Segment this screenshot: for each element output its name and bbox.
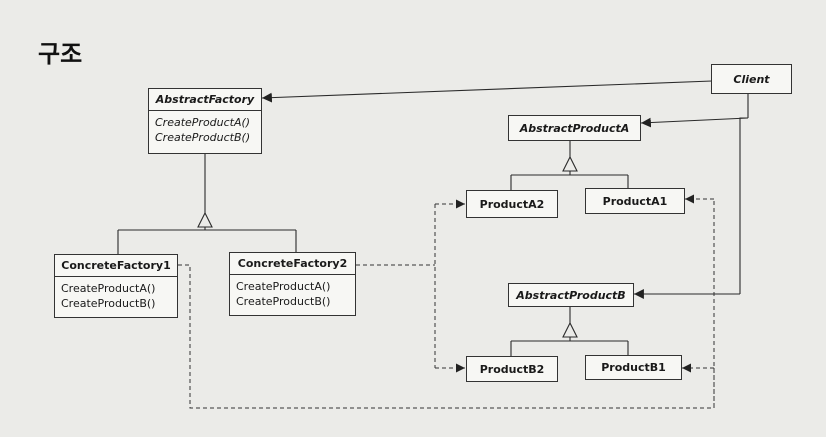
client-class-name: Client bbox=[733, 72, 770, 86]
factory-inheritance-branch bbox=[117, 227, 297, 254]
concrete-factory2-operations: CreateProductA() CreateProductB() bbox=[230, 274, 355, 314]
operation: CreateProductB() bbox=[236, 295, 331, 308]
concrete-factory1-name: ConcreteFactory1 bbox=[61, 259, 171, 272]
factory-inheritance-triangle bbox=[197, 211, 213, 228]
concrete-factory2-class: ConcreteFactory2 CreateProductA() Create… bbox=[229, 252, 356, 316]
operation: CreateProductA() bbox=[155, 116, 251, 129]
concrete-factory1-class: ConcreteFactory1 CreateProductA() Create… bbox=[54, 254, 178, 318]
product-b1-class: ProductB1 bbox=[585, 355, 682, 380]
operation: CreateProductA() bbox=[236, 280, 331, 293]
concrete-factory1-operations: CreateProductA() CreateProductB() bbox=[55, 276, 177, 316]
productb-inheritance-triangle bbox=[562, 321, 578, 338]
abstract-product-a-name: AbstractProductA bbox=[519, 121, 630, 135]
product-a2-name: ProductA2 bbox=[479, 197, 545, 211]
concrete-factory2-name: ConcreteFactory2 bbox=[237, 257, 348, 270]
client-trunk bbox=[739, 94, 749, 294]
client-to-abstractproducta bbox=[640, 117, 749, 128]
productb-inheritance-branch bbox=[510, 337, 629, 356]
abstract-factory-operations: CreateProductA() CreateProductB() bbox=[149, 110, 261, 150]
cf1-dependency bbox=[178, 199, 715, 409]
operation: CreateProductB() bbox=[61, 297, 156, 310]
product-b2-name: ProductB2 bbox=[479, 362, 545, 376]
product-a1-name: ProductA1 bbox=[602, 194, 668, 208]
product-a1-class: ProductA1 bbox=[585, 188, 685, 214]
abstract-factory-name: AbstractFactory bbox=[155, 93, 255, 106]
product-a2-class: ProductA2 bbox=[466, 190, 558, 218]
abstract-product-b-class: AbstractProductB bbox=[508, 283, 634, 307]
producta-inheritance-branch bbox=[510, 171, 629, 190]
product-b1-name: ProductB1 bbox=[601, 361, 666, 374]
client-class: Client bbox=[711, 64, 792, 94]
operation: CreateProductA() bbox=[61, 282, 156, 295]
abstract-product-b-name: AbstractProductB bbox=[516, 288, 626, 302]
cf2-dependency bbox=[356, 204, 436, 368]
product-b2-class: ProductB2 bbox=[466, 356, 558, 382]
abstract-factory-class: AbstractFactory CreateProductA() CreateP… bbox=[148, 88, 262, 154]
operation: CreateProductB() bbox=[155, 131, 251, 144]
page-heading: 구조 bbox=[38, 40, 83, 68]
producta-inheritance-triangle bbox=[562, 155, 578, 172]
client-to-abstractfactory bbox=[261, 80, 713, 103]
abstract-product-a-class: AbstractProductA bbox=[508, 115, 641, 141]
